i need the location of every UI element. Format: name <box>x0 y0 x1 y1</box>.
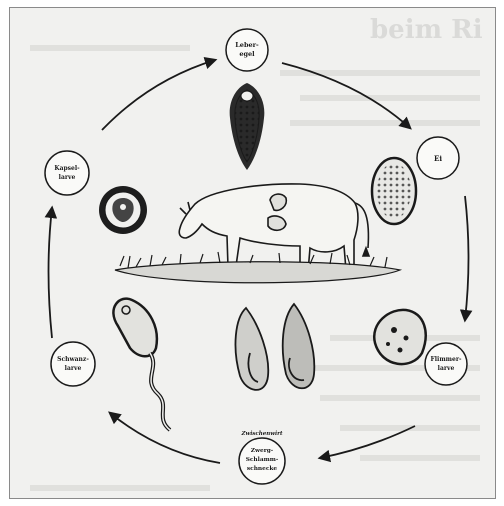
stage-label: larve <box>438 365 455 372</box>
egg-illustration <box>372 158 416 224</box>
stage-label: Ei <box>434 154 442 163</box>
show-through-background: beim Ri <box>30 15 483 488</box>
illustration-frame: beim Ri Leber- egel Ei Flim <box>9 7 496 499</box>
cow-illustration <box>179 184 369 274</box>
stage-cercaria: Schwanz- larve <box>51 342 95 386</box>
stage-label: Schwanz- <box>57 356 89 363</box>
snail-illustration <box>235 304 314 390</box>
ghost-heading: beim Ri <box>370 15 483 45</box>
cercaria-illustration <box>113 299 170 430</box>
stage-egg: Ei <box>417 137 459 179</box>
adult-fluke-illustration <box>230 83 265 170</box>
metacercaria-cyst-illustration <box>99 186 147 234</box>
stage-intermediate-host: Zwischenwirt Zwerg- Schlamm- schnecke <box>239 431 285 484</box>
stage-label: Kapsel- <box>54 165 80 172</box>
miracidium-illustration <box>374 310 425 364</box>
stage-label: larve <box>59 174 76 181</box>
stage-label: schnecke <box>247 466 277 472</box>
stage-label: Zwerg- <box>251 448 274 454</box>
cycle-arrow-icon <box>465 196 469 320</box>
stage-adult-fluke: Leber- egel <box>226 29 268 71</box>
cycle-arrow-icon <box>49 208 53 338</box>
host-caption: Zwischenwirt <box>240 431 283 437</box>
stage-label: egel <box>239 50 255 58</box>
stage-label: Schlamm- <box>246 457 279 463</box>
stage-label: larve <box>65 365 82 372</box>
stage-label: Leber- <box>235 41 259 49</box>
stage-miracidium: Flimmer- larve <box>425 343 467 385</box>
cycle-arrow-icon <box>102 60 215 130</box>
lifecycle-diagram: beim Ri Leber- egel Ei Flim <box>10 8 496 499</box>
pasture-ground <box>115 252 400 283</box>
stage-metacercaria: Kapsel- larve <box>45 151 89 195</box>
stage-label: Flimmer- <box>431 356 462 363</box>
